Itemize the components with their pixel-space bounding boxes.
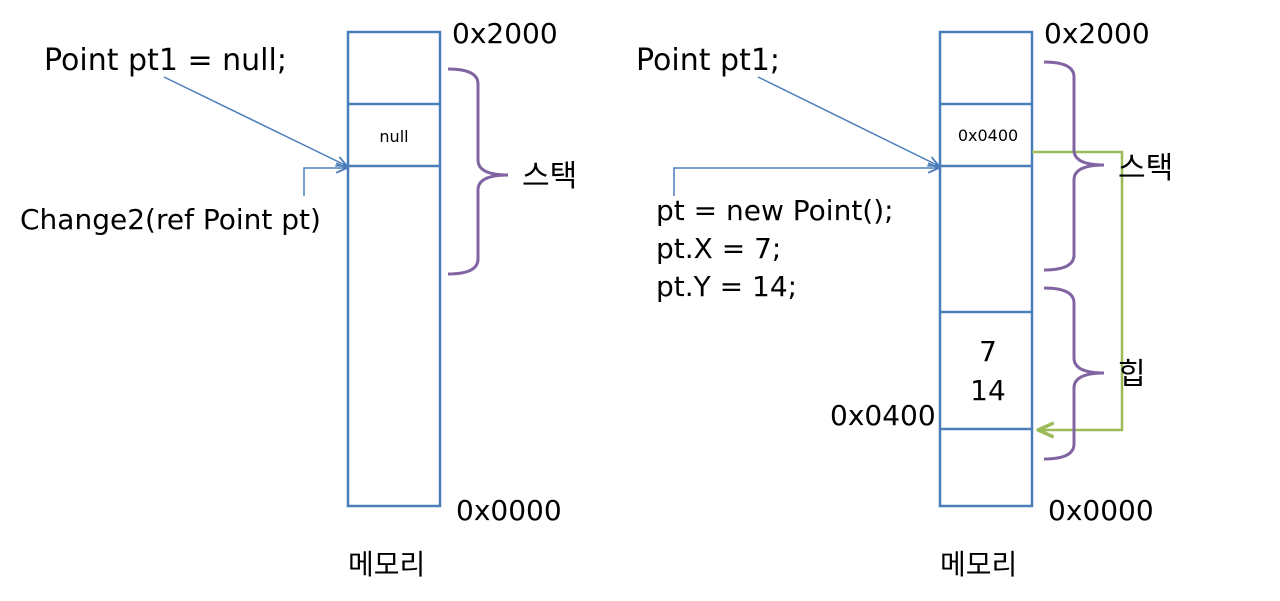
right-address-top: 0x2000 (1044, 17, 1150, 50)
left-stack-brace (447, 67, 509, 276)
right-address-bottom: 0x0000 (1048, 494, 1154, 527)
right-stack-brace (1043, 60, 1105, 272)
right-code-declaration: Point pt1; (636, 43, 780, 78)
right-heap-value-x: 7 (979, 335, 997, 368)
right-code-line: pt.Y = 14; (656, 270, 797, 303)
right-declaration-arrow (757, 76, 939, 166)
left-code-method: Change2(ref Point pt) (20, 203, 321, 236)
right-memory-block (938, 30, 1034, 508)
right-reference-arrow (1032, 150, 1124, 430)
right-memory-label: 메모리 (940, 548, 1017, 581)
left-diagram: null 0x2000 0x0000 메모리 Point pt1 = null;… (20, 17, 577, 581)
left-declaration-arrow (163, 76, 347, 166)
right-code-arrow (673, 168, 939, 196)
left-stack-label: 스택 (522, 159, 577, 194)
left-memory-block (346, 30, 442, 508)
right-heap-label: 힙 (1118, 357, 1146, 392)
right-code-line: pt = new Point(); (656, 194, 894, 227)
right-stack-label: 스택 (1118, 151, 1173, 186)
right-heap-brace (1043, 286, 1105, 461)
right-heap-value-y: 14 (970, 374, 1006, 407)
left-code-declaration: Point pt1 = null; (44, 43, 287, 78)
left-address-bottom: 0x0000 (456, 494, 562, 527)
left-cell-value: null (379, 127, 408, 146)
left-memory-label: 메모리 (348, 548, 425, 581)
right-cell-value: 0x0400 (958, 126, 1018, 145)
left-address-top: 0x2000 (452, 17, 558, 50)
right-address-heap: 0x0400 (830, 399, 936, 432)
right-diagram: 0x0400 7 14 0x2000 0x0400 0x0000 메모리 Poi… (636, 17, 1173, 581)
right-code-line: pt.X = 7; (656, 232, 781, 265)
left-method-arrow (303, 168, 347, 196)
